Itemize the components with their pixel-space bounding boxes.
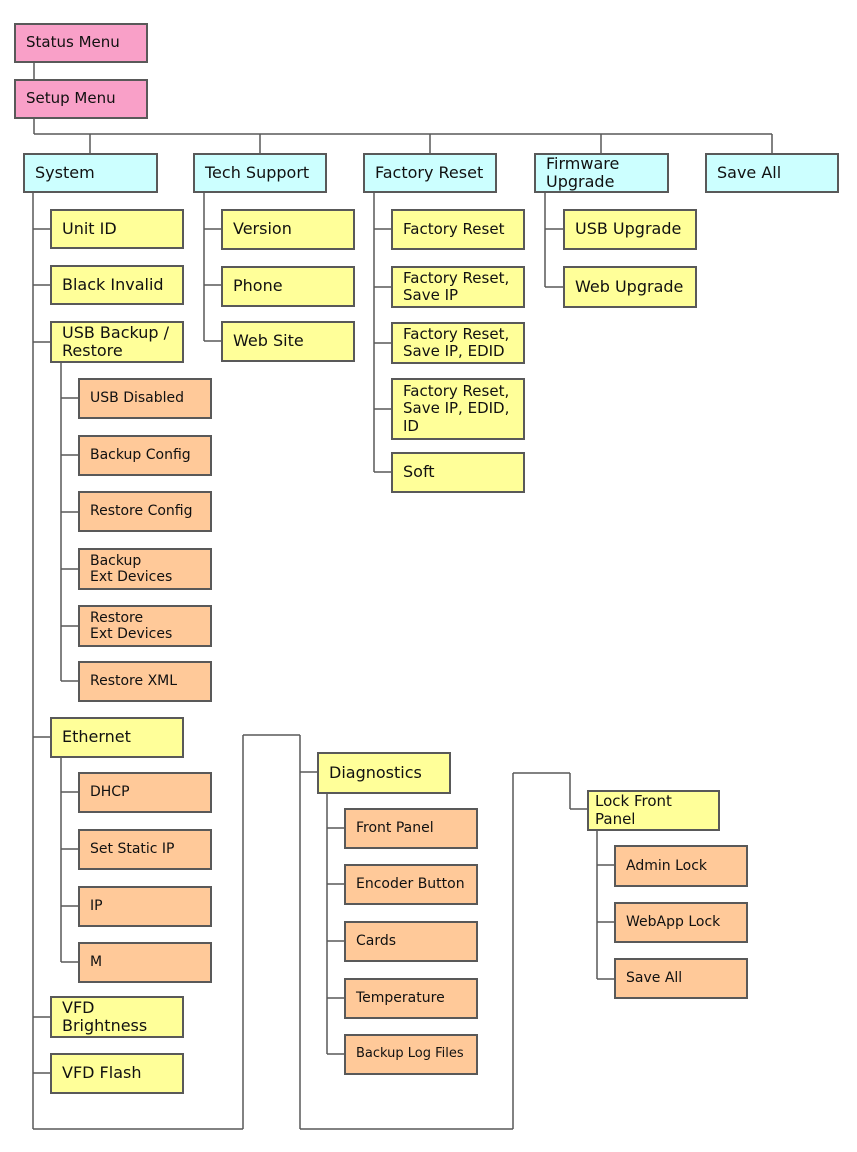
ip-node[interactable]: IP [78,886,212,927]
set-static-ip-node[interactable]: Set Static IP [78,829,212,870]
encoder-button-node[interactable]: Encoder Button [344,864,478,905]
m-node[interactable]: M [78,942,212,983]
factory-reset-save-ip-edid-id-node[interactable]: Factory Reset, Save IP, EDID, ID [391,378,525,440]
save-all-node[interactable]: Save All [705,153,839,193]
webapp-lock-node[interactable]: WebApp Lock [614,902,748,943]
soft-reset-node[interactable]: Soft [391,452,525,493]
cards-node[interactable]: Cards [344,921,478,962]
temperature-node[interactable]: Temperature [344,978,478,1019]
system-node[interactable]: System [23,153,158,193]
usb-disabled-node[interactable]: USB Disabled [78,378,212,419]
lock-front-panel-node[interactable]: Lock Front Panel [587,790,720,831]
factory-reset-node[interactable]: Factory Reset [363,153,497,193]
factory-reset-item-node[interactable]: Factory Reset [391,209,525,250]
backup-ext-devices-node[interactable]: Backup Ext Devices [78,548,212,590]
admin-lock-node[interactable]: Admin Lock [614,845,748,887]
backup-log-files-node[interactable]: Backup Log Files [344,1034,478,1075]
dhcp-node[interactable]: DHCP [78,772,212,813]
web-upgrade-node[interactable]: Web Upgrade [563,266,697,308]
vfd-brightness-node[interactable]: VFD Brightness [50,996,184,1038]
diagnostics-node[interactable]: Diagnostics [317,752,451,794]
web-site-node[interactable]: Web Site [221,321,355,362]
usb-backup-restore-node[interactable]: USB Backup / Restore [50,321,184,363]
status-menu-node[interactable]: Status Menu [14,23,148,63]
setup-menu-node[interactable]: Setup Menu [14,79,148,119]
front-panel-node[interactable]: Front Panel [344,808,478,849]
factory-reset-save-ip-edid-node[interactable]: Factory Reset, Save IP, EDID [391,322,525,364]
ethernet-node[interactable]: Ethernet [50,717,184,758]
restore-xml-node[interactable]: Restore XML [78,661,212,702]
black-invalid-node[interactable]: Black Invalid [50,265,184,305]
backup-config-node[interactable]: Backup Config [78,435,212,476]
version-node[interactable]: Version [221,209,355,250]
firmware-upgrade-node[interactable]: Firmware Upgrade [534,153,669,193]
factory-reset-save-ip-node[interactable]: Factory Reset, Save IP [391,266,525,308]
restore-ext-devices-node[interactable]: Restore Ext Devices [78,605,212,647]
usb-upgrade-node[interactable]: USB Upgrade [563,209,697,250]
tech-support-node[interactable]: Tech Support [193,153,327,193]
phone-node[interactable]: Phone [221,266,355,307]
vfd-flash-node[interactable]: VFD Flash [50,1053,184,1094]
unit-id-node[interactable]: Unit ID [50,209,184,249]
restore-config-node[interactable]: Restore Config [78,491,212,532]
lock-save-all-node[interactable]: Save All [614,958,748,999]
